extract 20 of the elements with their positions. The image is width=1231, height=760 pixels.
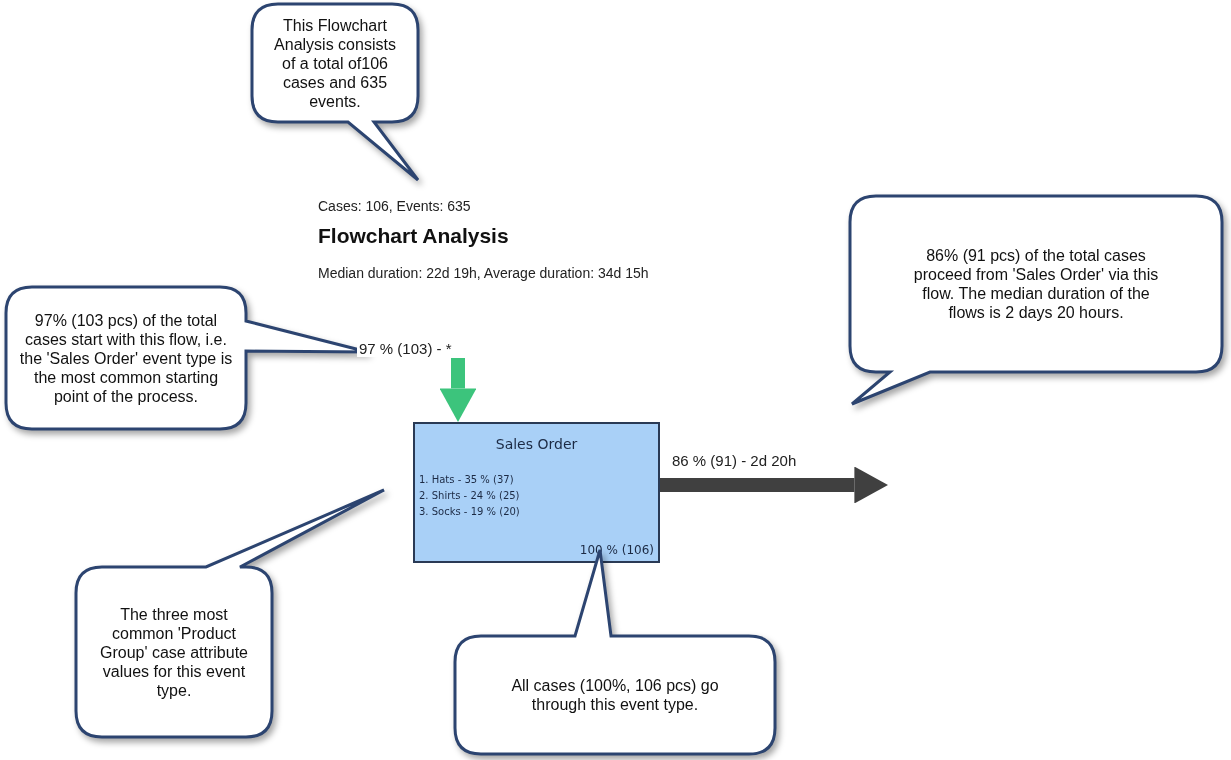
callout-text: 86% (91 pcs) of the total cases proceed from 'Sales Order' via this flow. The median duration of the flows is 2 days 20 hours. — [912, 246, 1160, 322]
attribute-value: 2. Shirts - 24 % (25) — [419, 490, 520, 501]
arrow — [660, 466, 888, 504]
speech-bubble — [76, 490, 384, 737]
edge-label: 86 % (91) - 2d 20h — [670, 452, 799, 469]
duration-text: Median duration: 22d 19h, Average duration: 34d 15h — [318, 265, 649, 281]
callout-text: This Flowchart Analysis consists of a total of106 cases and 635 events. — [273, 15, 397, 111]
edge-label: 97 % (103) - * — [357, 340, 454, 357]
arrow — [439, 358, 477, 422]
case-count-text: Cases: 106, Events: 635 — [318, 198, 471, 214]
attribute-value: 1. Hats - 35 % (37) — [419, 474, 514, 485]
attribute-value: 3. Socks - 19 % (20) — [419, 506, 520, 517]
event-box — [413, 422, 660, 563]
callout-text: The three most common 'Product Group' case attribute values for this event type. — [99, 604, 249, 700]
speech-bubble — [850, 196, 1222, 404]
speech-bubble — [252, 4, 418, 180]
callout-text: 97% (103 pcs) of the total cases start with this flow, i.e. the 'Sales Order' event type is the most common starting point of the process. — [18, 310, 234, 406]
callout-text: All cases (100%, 106 pcs) go through this event type. — [510, 676, 720, 714]
event-title: Sales Order — [494, 436, 579, 452]
title: Flowchart Analysis — [318, 224, 509, 248]
